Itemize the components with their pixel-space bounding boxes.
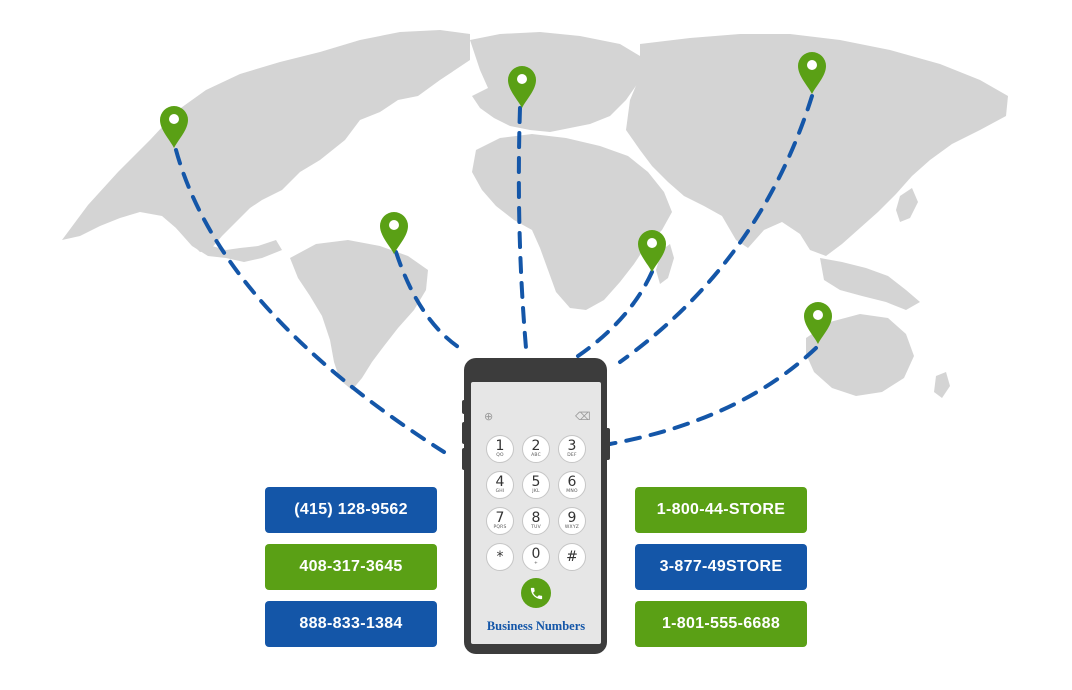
route-east-africa — [576, 270, 654, 358]
key-digit: 3 — [567, 438, 577, 454]
europe-land — [470, 32, 640, 132]
key-digit: 2 — [531, 438, 541, 454]
south-america-land — [290, 240, 428, 390]
greenland-land — [380, 32, 470, 88]
asia-land — [626, 34, 1008, 256]
australia-land — [806, 314, 914, 396]
add-contact-icon[interactable]: ⊕ — [484, 410, 494, 423]
key-digit: 5 — [531, 474, 541, 490]
pin-russia-icon — [798, 52, 826, 94]
key-letters: TUV — [531, 525, 541, 530]
key-digit: * — [496, 548, 504, 565]
key-digit: 7 — [495, 510, 505, 526]
call-button[interactable] — [521, 578, 551, 608]
key-letters: ABC — [531, 453, 541, 458]
number-button-888-833-1384[interactable]: 888-833-1384 — [265, 601, 437, 647]
phone-side-button-top — [462, 400, 467, 414]
route-north-america — [174, 148, 446, 454]
phone-power-button — [605, 428, 610, 460]
key-digit: 6 — [567, 474, 577, 490]
map-pins — [160, 52, 832, 344]
key-letters: DEF — [567, 453, 577, 458]
key-0[interactable]: 0+ — [522, 543, 550, 571]
pin-north-america-icon — [160, 106, 188, 148]
japan-land — [896, 188, 918, 222]
route-south-america — [394, 250, 468, 354]
pin-south-america-icon — [380, 212, 408, 254]
number-button-3-877-49store[interactable]: 3-877-49STORE — [635, 544, 807, 590]
backspace-icon[interactable]: ⌫ — [575, 410, 591, 423]
key-digit: # — [566, 548, 578, 565]
new-zealand-land — [934, 372, 950, 398]
number-button-1-800-44-store[interactable]: 1-800-44-STORE — [635, 487, 807, 533]
pin-europe-icon — [508, 66, 536, 108]
route-europe — [516, 106, 528, 350]
key-star[interactable]: * — [486, 543, 514, 571]
route-australia — [608, 346, 818, 446]
key-digit: 9 — [567, 510, 577, 526]
key-hash[interactable]: # — [558, 543, 586, 571]
madagascar-land — [656, 244, 674, 284]
key-digit: 4 — [495, 474, 505, 490]
phone-volume-down-button — [462, 448, 467, 470]
key-digit: 8 — [531, 510, 541, 526]
business-numbers-title: Business Numbers — [486, 619, 586, 633]
key-letters: QO — [496, 453, 504, 458]
key-digit: 1 — [495, 438, 505, 454]
phone-icon — [530, 587, 542, 599]
route-russia — [618, 94, 814, 364]
key-letters: JKL — [532, 489, 540, 494]
key-letters: PQRS — [493, 525, 507, 530]
southeast-asia-land — [820, 258, 920, 310]
central-america-land — [176, 228, 282, 262]
key-digit: 0 — [531, 546, 541, 562]
phone-volume-up-button — [462, 422, 467, 444]
pin-east-africa-icon — [638, 230, 666, 272]
north-america-land — [62, 30, 470, 252]
pin-australia-icon — [804, 302, 832, 344]
number-button-1-801-555-6688[interactable]: 1-801-555-6688 — [635, 601, 807, 647]
key-letters: GHI — [495, 489, 505, 494]
key-letters: + — [534, 561, 538, 566]
number-button-415-128-9562[interactable]: (415) 128-9562 — [265, 487, 437, 533]
number-button-408-317-3645[interactable]: 408-317-3645 — [265, 544, 437, 590]
africa-land — [472, 134, 672, 310]
key-letters: WXYZ — [564, 525, 580, 530]
key-letters: MNO — [566, 489, 578, 494]
